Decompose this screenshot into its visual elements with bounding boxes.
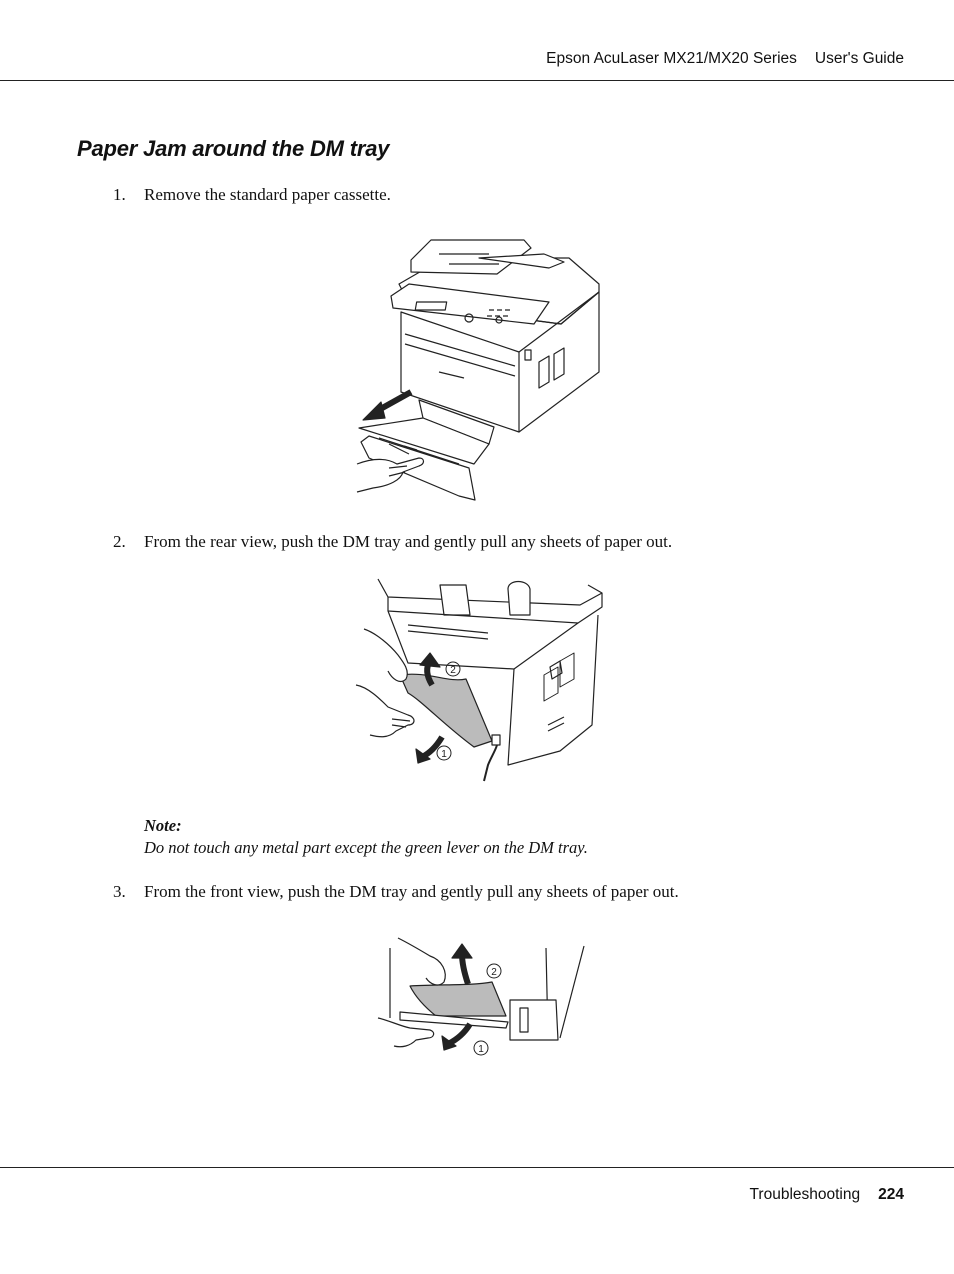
callout-1: 1 — [441, 749, 447, 760]
callout-1: 1 — [478, 1044, 484, 1055]
figure-remove-cassette — [356, 239, 600, 501]
step-number: 1. — [113, 185, 126, 204]
note-text: Do not touch any metal part except the g… — [144, 838, 588, 857]
header-rule — [0, 80, 954, 81]
page-footer: Troubleshooting 224 — [750, 1186, 904, 1204]
callout-2: 2 — [450, 665, 456, 676]
note-box: Note: Do not touch any metal part except… — [144, 816, 588, 858]
footer-chapter: Troubleshooting — [749, 1186, 861, 1203]
step-3: 3. From the front view, push the DM tray … — [113, 882, 679, 902]
footer-rule — [0, 1167, 954, 1168]
step-text: From the front view, push the DM tray an… — [144, 882, 679, 901]
callout-2: 2 — [491, 967, 497, 978]
step-text: From the rear view, push the DM tray and… — [144, 532, 673, 551]
step-1: 1. Remove the standard paper cassette. — [113, 185, 391, 205]
section-title: Paper Jam around the DM tray — [77, 136, 390, 161]
figure-front-view: 2 1 — [377, 937, 585, 1056]
step-number: 3. — [113, 882, 126, 901]
header-guide: User's Guide — [814, 50, 904, 67]
step-text: Remove the standard paper cassette. — [144, 185, 391, 204]
figure-rear-view: 2 1 — [355, 578, 603, 782]
page-header: Epson AcuLaser MX21/MX20 Series User's Gu… — [546, 50, 904, 68]
note-title: Note: — [144, 816, 182, 835]
step-number: 2. — [113, 532, 126, 551]
header-product: Epson AcuLaser MX21/MX20 Series — [546, 50, 797, 67]
step-2: 2. From the rear view, push the DM tray a… — [113, 532, 672, 552]
page-number: 224 — [878, 1186, 904, 1203]
